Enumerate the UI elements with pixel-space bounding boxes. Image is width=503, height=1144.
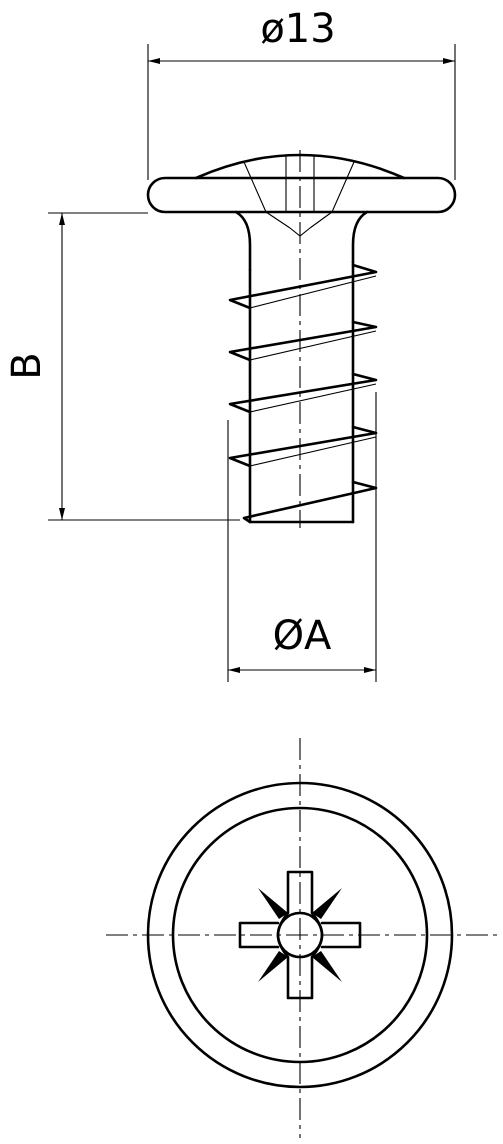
thread-root-lines <box>249 275 377 467</box>
thread-crest-1 <box>228 263 378 310</box>
shank-fillet-right <box>351 210 369 264</box>
recess-taper <box>265 211 333 229</box>
recess-star-tip-ne <box>312 888 342 919</box>
recess-slot-lines <box>285 155 315 212</box>
thread-crest-3 <box>228 372 378 414</box>
thread-diameter-dimension: ØA <box>227 392 377 682</box>
recess-cone-lines <box>243 161 355 213</box>
recess-star-tip-nw <box>258 888 288 919</box>
thread-crest-5 <box>242 480 378 524</box>
screw-thread <box>228 263 378 524</box>
length-label: B <box>4 352 50 379</box>
pozidriv-recess <box>238 870 362 1000</box>
recess-horizontal-slot <box>238 921 362 949</box>
top-view <box>106 738 497 1138</box>
thread-diameter-label: ØA <box>273 613 332 659</box>
head-diameter-label: ø13 <box>260 6 335 52</box>
side-view: ø13 <box>4 6 457 682</box>
head-diameter-dimension: ø13 <box>147 6 456 180</box>
screw-shank <box>234 210 369 524</box>
thread-crest-4 <box>228 425 378 468</box>
thread-crest-2 <box>228 320 378 362</box>
head-flange <box>146 176 457 214</box>
recess-star-tip-sw <box>258 951 288 982</box>
screw-head <box>146 153 457 237</box>
shank-fillet-left <box>234 210 252 272</box>
recess-star-tip-se <box>312 951 342 982</box>
length-dimension: B <box>4 212 240 521</box>
